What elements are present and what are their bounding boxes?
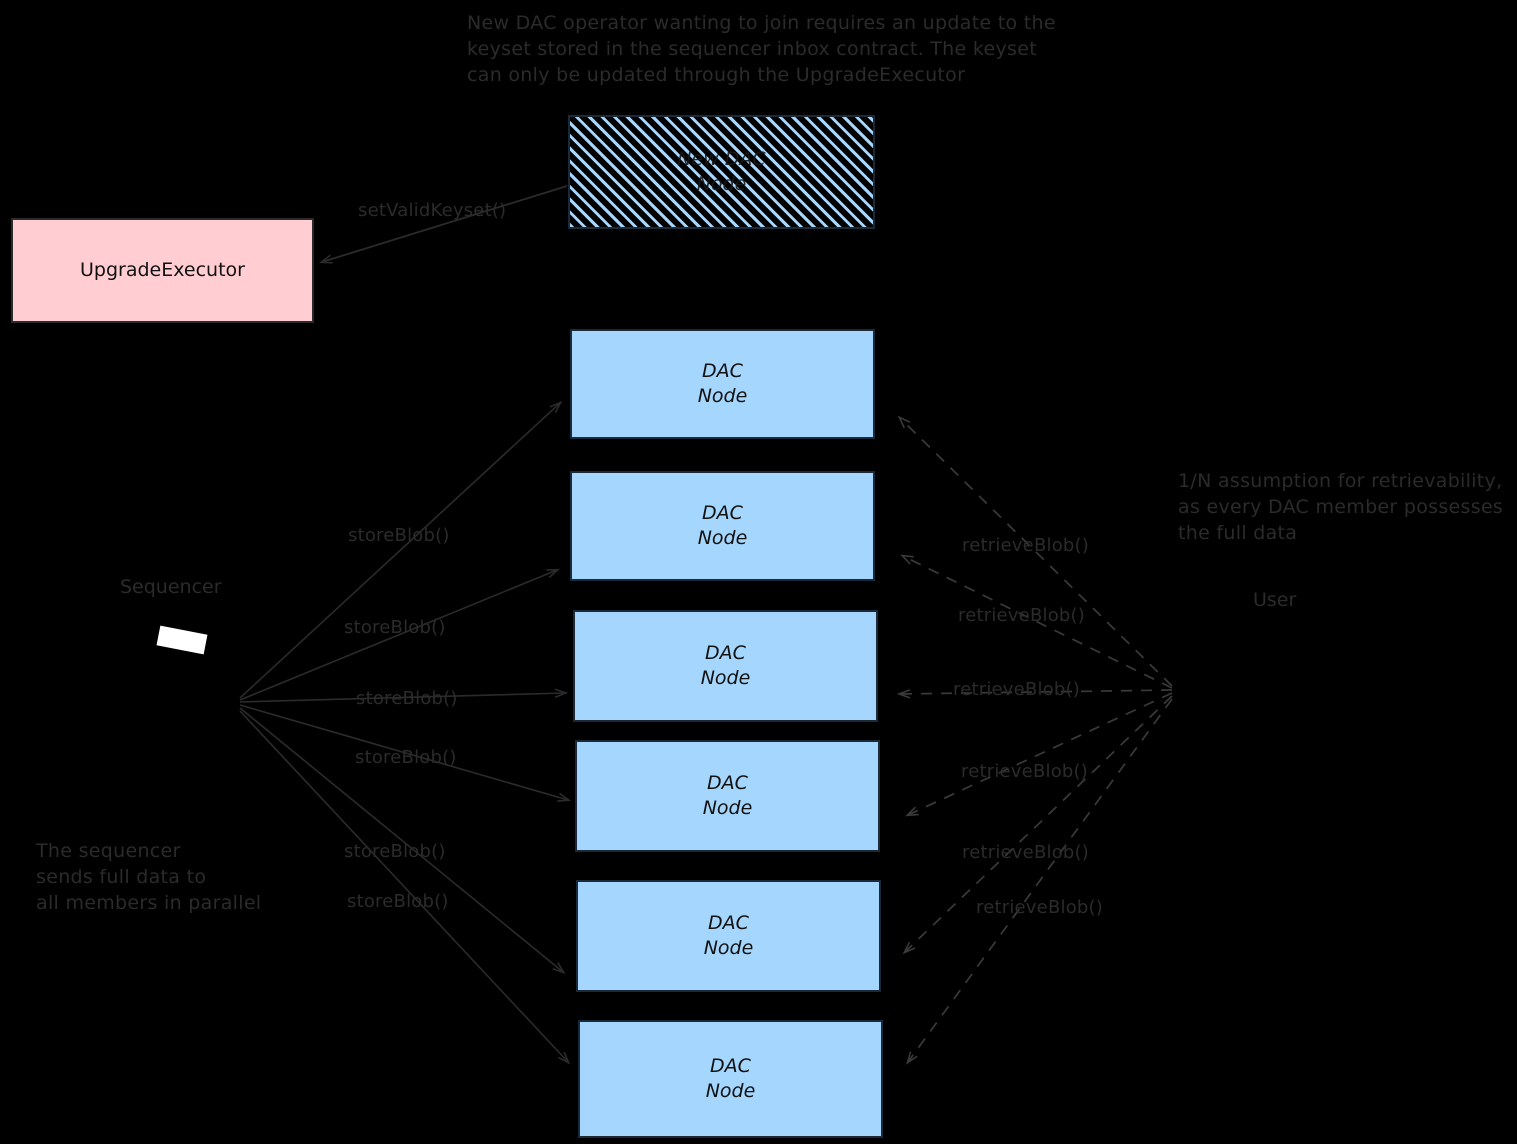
edge-store-blob-group [239,403,568,1062]
edge-label-store-blob-4: storeBlob() [355,747,457,768]
node-dac-node-3-label: DAC Node [700,642,751,689]
node-dac-node-3[interactable]: DAC Node [573,610,878,722]
edge-label-retrieve-blob-3: retrieveBlob() [953,679,1080,700]
node-dac-node-1[interactable]: DAC Node [570,329,875,439]
edge-label-retrieve-blob-1: retrieveBlob() [962,535,1089,556]
edge-set-valid-keyset [322,185,568,262]
edge-label-retrieve-blob-5: retrieveBlob() [962,842,1089,863]
actor-user-label: User [1253,589,1297,611]
node-new-dac-node[interactable]: New DAC Node [568,115,875,229]
edge-label-set-valid-keyset: setValidKeyset() [358,200,507,221]
edge-label-retrieve-blob-2: retrieveBlob() [958,605,1085,626]
node-dac-node-1-label: DAC Node [697,360,748,407]
node-dac-node-5-label: DAC Node [703,912,754,959]
note-bottom-left: The sequencer sends full data to all mem… [36,840,262,914]
node-new-dac-node-label: New DAC Node [677,148,766,195]
node-dac-node-2[interactable]: DAC Node [570,471,875,581]
note-top: New DAC operator wanting to join require… [467,12,1056,86]
node-dac-node-4-label: DAC Node [702,772,753,819]
edge-retrieve-blob-group [900,418,1173,1062]
node-dac-node-4[interactable]: DAC Node [575,740,880,852]
node-upgrade-executor[interactable]: UpgradeExecutor [11,218,314,323]
node-upgrade-executor-label: UpgradeExecutor [80,259,245,281]
node-dac-node-5[interactable]: DAC Node [576,880,881,992]
node-dac-node-6[interactable]: DAC Node [578,1020,883,1138]
sequencer-icon [156,625,208,655]
edge-label-store-blob-6: storeBlob() [347,891,449,912]
edge-label-store-blob-1: storeBlob() [348,525,450,546]
edge-label-store-blob-5: storeBlob() [344,841,446,862]
node-dac-node-6-label: DAC Node [705,1055,756,1102]
edge-label-retrieve-blob-4: retrieveBlob() [961,761,1088,782]
note-right: 1/N assumption for retrievability, as ev… [1178,470,1504,544]
edge-label-retrieve-blob-6: retrieveBlob() [976,897,1103,918]
edge-label-store-blob-3: storeBlob() [356,688,458,709]
actor-sequencer-label: Sequencer [120,576,222,598]
node-dac-node-2-label: DAC Node [697,502,748,549]
edge-label-store-blob-2: storeBlob() [344,617,446,638]
